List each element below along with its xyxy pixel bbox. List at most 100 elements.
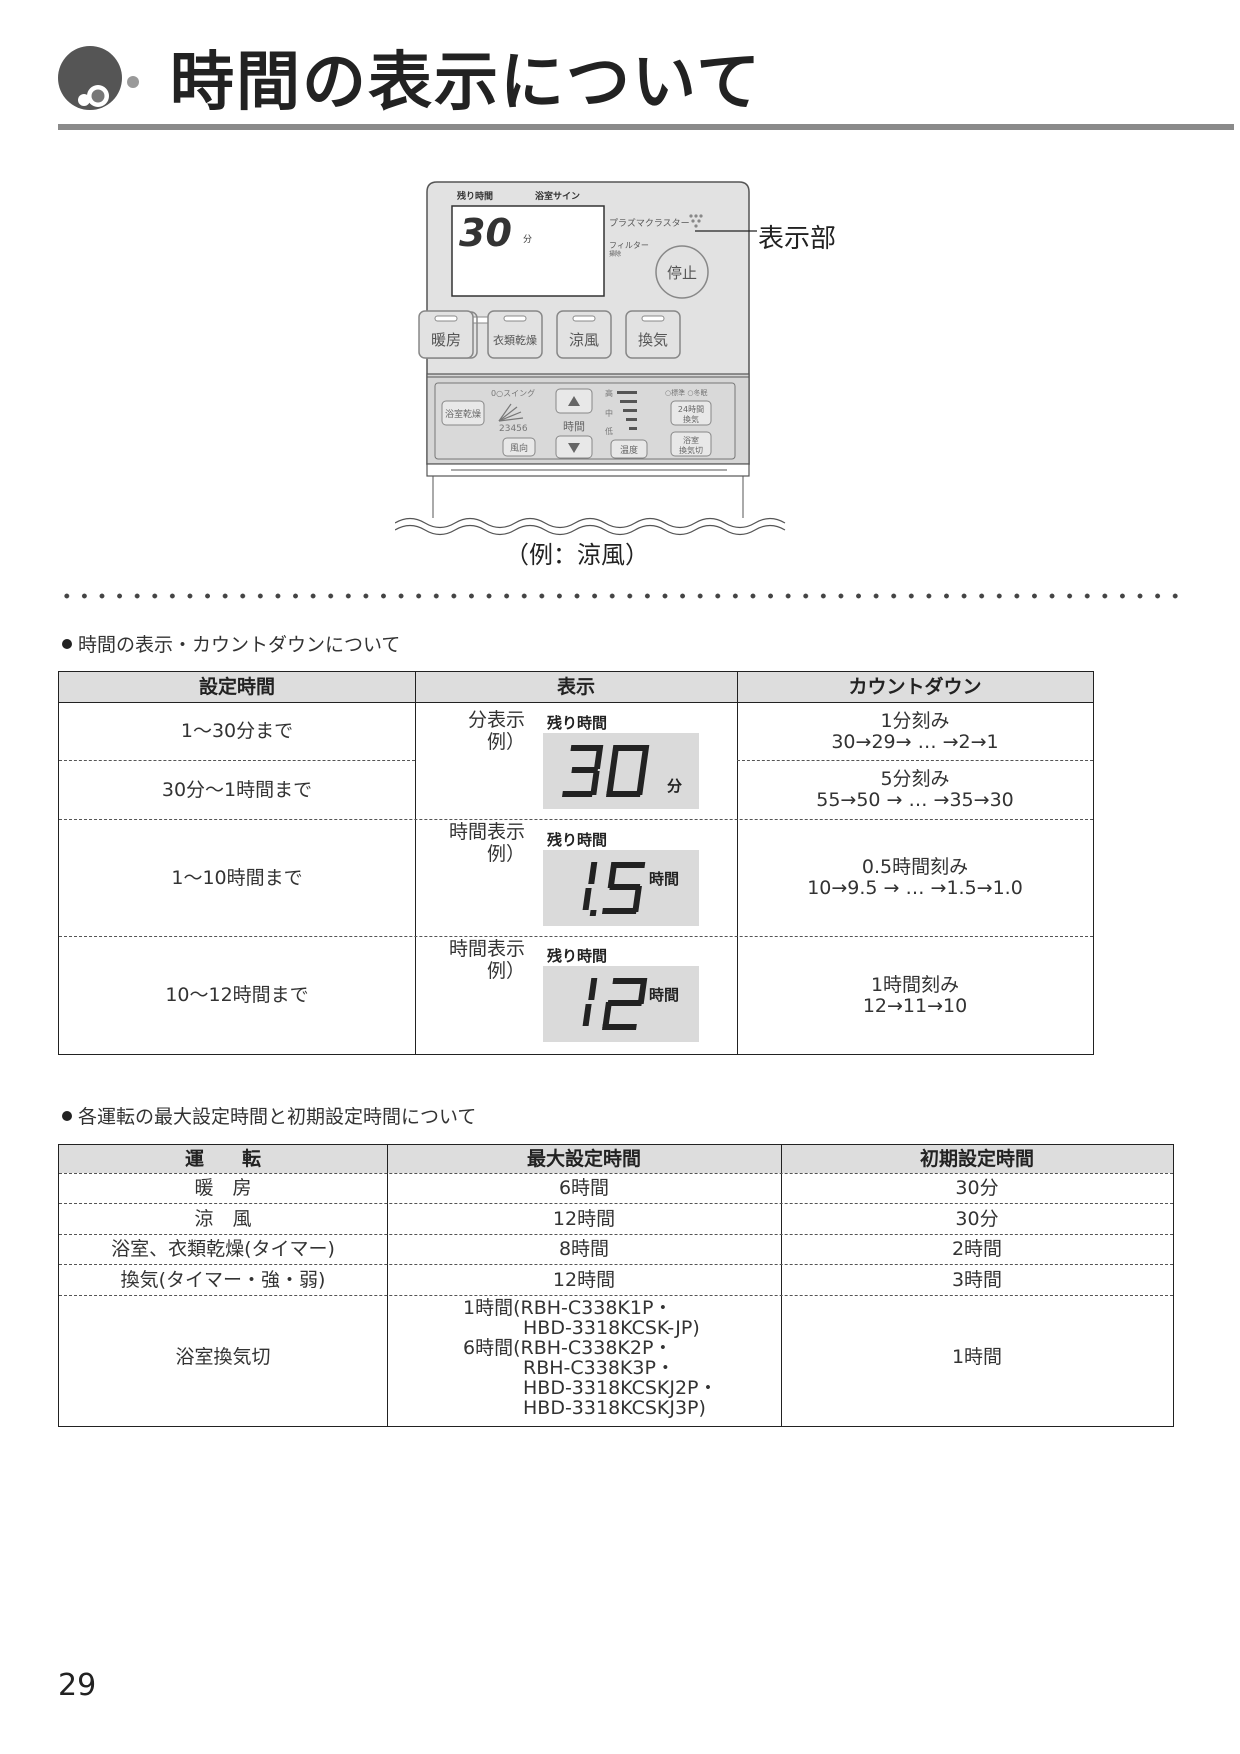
- example-label: 分表示 例）: [459, 709, 525, 753]
- bullet-dot-icon: [62, 1110, 72, 1121]
- standard-winter-label: ○標準 ○冬眠: [665, 388, 707, 397]
- example-label-line2: 例）: [486, 843, 525, 865]
- swing-fan-icon: [498, 403, 524, 422]
- table-row-max: 8時間: [558, 1238, 610, 1260]
- remote-bath-sign-label: 浴室サイン: [535, 190, 580, 202]
- table-row-countdown: 0.5時間刻み 10→9.5 → … →1.5→1.0: [737, 820, 1093, 936]
- time-up-button[interactable]: [555, 388, 593, 414]
- remaining-time-label: 残り時間: [547, 714, 608, 732]
- table2-header-mode: 運 転: [59, 1145, 387, 1173]
- max-line: 1時間(RBH-C338K1P・: [463, 1297, 673, 1319]
- temperature-label: 温度: [620, 444, 638, 456]
- example-label-line2: 例）: [486, 960, 525, 982]
- display-callout-label: 表示部: [758, 224, 837, 254]
- section1-heading-text: 時間の表示・カウントダウンについて: [78, 634, 401, 656]
- example-label-line1: 時間表示: [448, 938, 525, 960]
- table-row-max: 12時間: [552, 1208, 616, 1230]
- remote-lcd-screen: [451, 205, 605, 297]
- page-number: 29: [58, 1668, 97, 1703]
- example-caption: （例：涼風）: [505, 541, 649, 569]
- temperature-button[interactable]: 温度: [610, 439, 648, 459]
- time-down-button[interactable]: [555, 435, 593, 459]
- table-row-setting: 10〜12時間まで: [165, 984, 309, 1006]
- countdown-sequence: 12→11→10: [862, 994, 968, 1017]
- temp-low-label: 低: [605, 426, 613, 436]
- table-row-max: 12時間: [552, 1269, 616, 1291]
- table2-header-initial: 初期設定時間: [781, 1145, 1173, 1173]
- section2-heading-text: 各運転の最大設定時間と初期設定時間について: [78, 1106, 477, 1128]
- remote-filter-sub: 掃除: [609, 250, 621, 258]
- time-label: 時間: [563, 420, 585, 433]
- remote-mode-button-heat[interactable]: [415, 313, 416, 314]
- example-label-line2: 例）: [486, 731, 525, 753]
- bath-dry-button[interactable]: 浴室乾燥: [441, 400, 485, 426]
- max-line: 6時間(RBH-C338K2P・: [463, 1337, 673, 1359]
- dotted-divider: [58, 593, 1178, 599]
- table-row-initial: 30分: [955, 1177, 999, 1199]
- table1-header-setting: 設定時間: [59, 672, 415, 702]
- remote-controller-illustration: 残り時間 浴室サイン 30 分 プラズマクラスター フィルター 掃除 停止 暖房: [395, 181, 786, 536]
- title-underline: [58, 124, 1234, 130]
- countdown-sequence: 10→9.5 → … →1.5→1.0: [807, 877, 1023, 899]
- bath-vent-off-line1: 浴室: [683, 435, 699, 445]
- table-row-mode: 暖 房: [194, 1177, 252, 1199]
- remote-stop-button[interactable]: 停止: [655, 245, 709, 299]
- table-row-setting: 1〜30分まで: [180, 720, 294, 742]
- bath-dry-label: 浴室乾燥: [445, 408, 481, 420]
- mode-button-ventilation[interactable]: 換気: [625, 310, 681, 359]
- mode-button-heating[interactable]: 暖房: [418, 310, 474, 359]
- table2-header-max: 最大設定時間: [387, 1145, 781, 1173]
- page-title: 時間の表示について: [170, 46, 763, 120]
- table-row-initial: 1時間: [951, 1346, 1003, 1368]
- table-row-max: 6時間: [558, 1177, 610, 1199]
- lcd-digits-1-5: [582, 862, 646, 916]
- wind-direction-label: 風向: [510, 442, 528, 454]
- bath-vent-off-button[interactable]: 浴室 換気切: [670, 431, 712, 457]
- lcd-digits-12: [582, 978, 648, 1030]
- table-row-countdown: 1分刻み 30→29→ … →2→1: [737, 703, 1093, 760]
- countdown-step: 5分刻み: [880, 768, 950, 790]
- table-row-mode: 浴室換気切: [175, 1346, 271, 1368]
- vent-24h-button[interactable]: 24時間 換気: [670, 400, 712, 426]
- remote-lcd-value: 30: [459, 211, 512, 255]
- table1-header-display: 表示: [415, 672, 737, 702]
- countdown-step: 1分刻み: [880, 709, 950, 732]
- countdown-sequence: 30→29→ … →2→1: [831, 730, 999, 753]
- lcd-example-1-5h: 時間: [543, 850, 699, 926]
- triangle-up-icon: [568, 396, 580, 406]
- bath-vent-off-line2: 換気切: [679, 445, 703, 455]
- section2-heading: 各運転の最大設定時間と初期設定時間について: [62, 1102, 476, 1129]
- temp-mid-label: 中: [605, 408, 613, 418]
- mode-button-cool[interactable]: 涼風: [556, 310, 612, 359]
- mode-button-clothes-dry[interactable]: 衣類乾燥: [487, 310, 543, 359]
- remote-remaining-label: 残り時間: [457, 190, 493, 202]
- table-row-mode: 浴室、衣類乾燥(タイマー): [111, 1238, 335, 1260]
- remote-stop-label: 停止: [667, 264, 697, 282]
- table-row-countdown: 1時間刻み 12→11→10: [737, 937, 1093, 1054]
- remaining-time-label: 残り時間: [547, 831, 608, 849]
- example-label-line1: 時間表示: [448, 821, 525, 843]
- countdown-step: 0.5時間刻み: [861, 856, 969, 878]
- wind-direction-button[interactable]: 風向: [502, 437, 536, 457]
- example-label-line1: 分表示: [467, 709, 525, 731]
- section1-heading: 時間の表示・カウントダウンについて: [62, 630, 400, 657]
- table1-header-countdown: カウントダウン: [737, 672, 1093, 702]
- mode-button-ventilation-label: 換気: [638, 331, 668, 349]
- table-row-setting: 1〜10時間まで: [171, 866, 303, 889]
- lcd-example-12h: 時間: [543, 966, 699, 1042]
- max-line: RBH-C338K3P・: [523, 1357, 675, 1379]
- vent-24h-line1: 24時間: [678, 405, 704, 414]
- table-row-initial: 2時間: [951, 1238, 1003, 1260]
- example-label: 時間表示 例）: [442, 821, 525, 865]
- remote-plasma-label: プラズマクラスター: [609, 217, 690, 229]
- remote-lcd-unit: 分: [523, 234, 532, 245]
- mode-button-heating-label: 暖房: [431, 331, 461, 349]
- example-label: 時間表示 例）: [442, 938, 525, 982]
- countdown-step: 1時間刻み: [870, 973, 960, 996]
- vent-24h-line2: 換気: [683, 414, 699, 424]
- table-row-mode: 換気(タイマー・強・弱): [120, 1269, 326, 1291]
- max-line: HBD-3318KCSKJ2P・: [523, 1377, 718, 1399]
- lcd-unit: 分: [667, 777, 683, 795]
- table-row-mode: 涼 風: [194, 1208, 252, 1230]
- table-row-initial: 30分: [955, 1208, 999, 1230]
